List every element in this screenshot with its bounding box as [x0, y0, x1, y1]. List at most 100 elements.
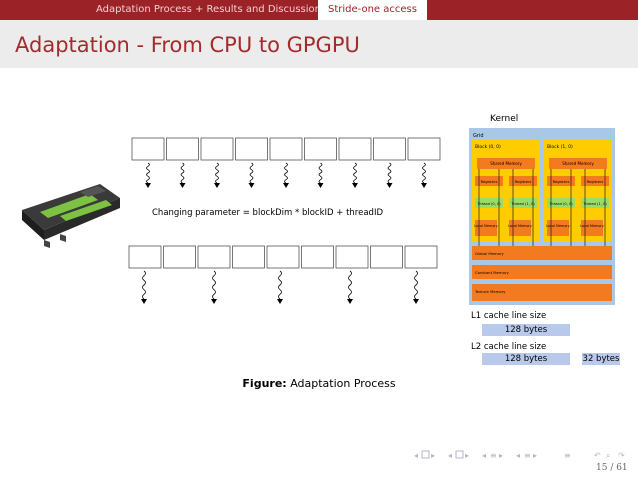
nav-section-link[interactable]: Adaptation Process + Results and Discuss…: [96, 4, 321, 15]
block-0-registers-1: [509, 176, 537, 186]
block-0-shared-label: Shared Memory: [490, 161, 522, 166]
nav-prev-doc-icon[interactable]: ◂: [516, 451, 520, 460]
thread-access-arrow-top-arrowhead: [352, 183, 358, 188]
slide-title: Adaptation - From CPU to GPGPU: [15, 33, 360, 57]
texture-memory-bar: [472, 284, 612, 301]
thread-access-arrow-top: [249, 162, 254, 184]
nav-forward-icon[interactable]: ↷: [618, 451, 625, 460]
memory-cell-bottom: [404, 245, 438, 269]
block-0-reg-label-0: Registers: [481, 180, 498, 184]
block-0-thread-label-1: Thread (1, 0): [510, 202, 535, 206]
block-0-label: Block (0, 0): [475, 144, 501, 150]
block-1-local-label-0: Local Memory: [546, 224, 570, 228]
thread-access-arrow-bottom-arrowhead: [347, 299, 353, 304]
block-1-thread-0: [547, 198, 575, 208]
figure-caption: Figure: Adaptation Process: [0, 377, 638, 390]
thread-access-arrow-top: [422, 162, 426, 184]
title-bar: [0, 20, 638, 68]
thread-access-arrow-top-arrowhead: [248, 183, 255, 188]
thread-access-arrow-top: [353, 162, 357, 184]
block-1-reg-label-1: Registers: [587, 180, 604, 184]
thread-access-arrow-top: [215, 162, 219, 184]
nav-doc-icon[interactable]: ≡: [524, 451, 531, 460]
l2-cache-segment-bar: 32 bytes: [582, 353, 620, 365]
thread-access-arrow-top: [180, 162, 185, 184]
block-1-local-1: [581, 220, 603, 236]
grid-label: Grid: [473, 133, 484, 139]
nav-next-subsection-icon[interactable]: ▸: [465, 451, 469, 460]
top-nav-bar: Adaptation Process + Results and Discuss…: [0, 0, 638, 20]
nav-search-icon[interactable]: ⌕: [606, 451, 610, 460]
nav-toc-icon[interactable]: ≡: [564, 451, 571, 460]
nav-prev-slide-icon[interactable]: ◂: [414, 451, 418, 460]
thread-access-arrow-top: [146, 162, 150, 184]
block-1-thread-label-0: Thread (0, 0): [548, 202, 573, 206]
texture-memory-label: Texture Memory: [474, 289, 506, 294]
gpu-card-image: [22, 184, 120, 248]
nav-subsection-link[interactable]: Stride-one access: [318, 0, 427, 20]
memory-cell-top: [166, 137, 199, 161]
block-1-label: Block (1, 0): [547, 144, 573, 150]
thread-access-arrow-top-arrowhead: [421, 183, 427, 188]
block-0-local-label-0: Local Memory: [474, 224, 498, 228]
memory-cell-top: [131, 137, 165, 161]
block-1-thread-label-1: Thread (1, 0): [582, 202, 607, 206]
block-1-thread-1: [581, 198, 609, 208]
memory-cell-bottom: [128, 245, 162, 269]
memory-access-diagram: [128, 137, 441, 304]
memory-cell-top: [304, 137, 337, 161]
block-0-reg-label-1: Registers: [515, 180, 532, 184]
l2-cache-size-bar: 128 bytes: [482, 353, 570, 365]
block-0-thread-1: [509, 198, 537, 208]
memory-cell-bottom: [197, 245, 231, 269]
memory-cell-top: [407, 137, 441, 161]
l2-cache-label: L2 cache line size: [471, 342, 547, 352]
nav-next-slide-icon[interactable]: ▸: [431, 451, 435, 460]
nav-section-icon[interactable]: ≡: [490, 451, 497, 460]
thread-access-arrow-top-arrowhead: [386, 183, 393, 188]
nav-next-doc-icon[interactable]: ▸: [533, 451, 537, 460]
memory-cell-bottom: [163, 245, 196, 269]
nav-back-icon[interactable]: ↶: [593, 451, 601, 460]
memory-cell-top: [338, 137, 372, 161]
nav-subsection-icon[interactable]: [455, 450, 464, 459]
block-0-local-label-1: Local Memory: [508, 224, 532, 228]
thread-access-arrow-bottom: [142, 270, 146, 300]
constant-memory-label: Constant Memory: [475, 270, 509, 275]
thread-access-arrow-bottom: [348, 270, 352, 300]
l1-cache-label: L1 cache line size: [471, 311, 547, 321]
thread-access-arrow-bottom-arrowhead: [413, 299, 419, 304]
nav-next-section-icon[interactable]: ▸: [499, 451, 503, 460]
thread-access-arrow-top: [387, 162, 392, 184]
caption-text: Adaptation Process: [290, 377, 396, 390]
block-0-thread-label-0: Thread (0, 0): [476, 202, 501, 206]
beamer-navigation-controls[interactable]: ◂ ▸ ◂ ▸ ◂ ≡ ▸ ◂ ≡ ▸ ≡ ↶ ⌕ ↷: [414, 448, 636, 462]
block-1-shared-label: Shared Memory: [562, 161, 594, 166]
block-0-local-0: [475, 220, 497, 236]
global-memory-bar: [472, 246, 612, 260]
thread-access-arrow-bottom: [212, 270, 216, 300]
nav-frame-icon[interactable]: [421, 450, 430, 459]
thread-access-arrow-bottom: [278, 270, 282, 300]
memory-cell-bottom: [232, 245, 265, 269]
memory-cell-bottom: [335, 245, 369, 269]
block-1-reg-label-0: Registers: [553, 180, 570, 184]
thread-access-arrow-top-arrowhead: [179, 183, 186, 188]
nav-prev-section-icon[interactable]: ◂: [482, 451, 486, 460]
changing-parameter-text: Changing parameter = blockDim * blockID …: [152, 208, 383, 218]
memory-cell-top: [200, 137, 234, 161]
thread-access-arrow-top-arrowhead: [283, 183, 289, 188]
nav-prev-subsection-icon[interactable]: ◂: [448, 451, 452, 460]
block-1-shared-memory: [549, 158, 607, 169]
block-1-registers-1: [581, 176, 609, 186]
block-0-thread-0: [475, 198, 503, 208]
thread-access-arrow-top-arrowhead: [317, 183, 324, 188]
memory-cell-bottom: [301, 245, 334, 269]
thread-access-arrow-top-arrowhead: [145, 183, 151, 188]
thread-access-arrow-top-arrowhead: [214, 183, 220, 188]
thread-access-arrow-bottom-arrowhead: [211, 299, 217, 304]
block-1-local-label-1: Local Memory: [580, 224, 604, 228]
block-1-registers-0: [547, 176, 575, 186]
block-0-shared-memory: [477, 158, 535, 169]
block-0-local-1: [509, 220, 531, 236]
